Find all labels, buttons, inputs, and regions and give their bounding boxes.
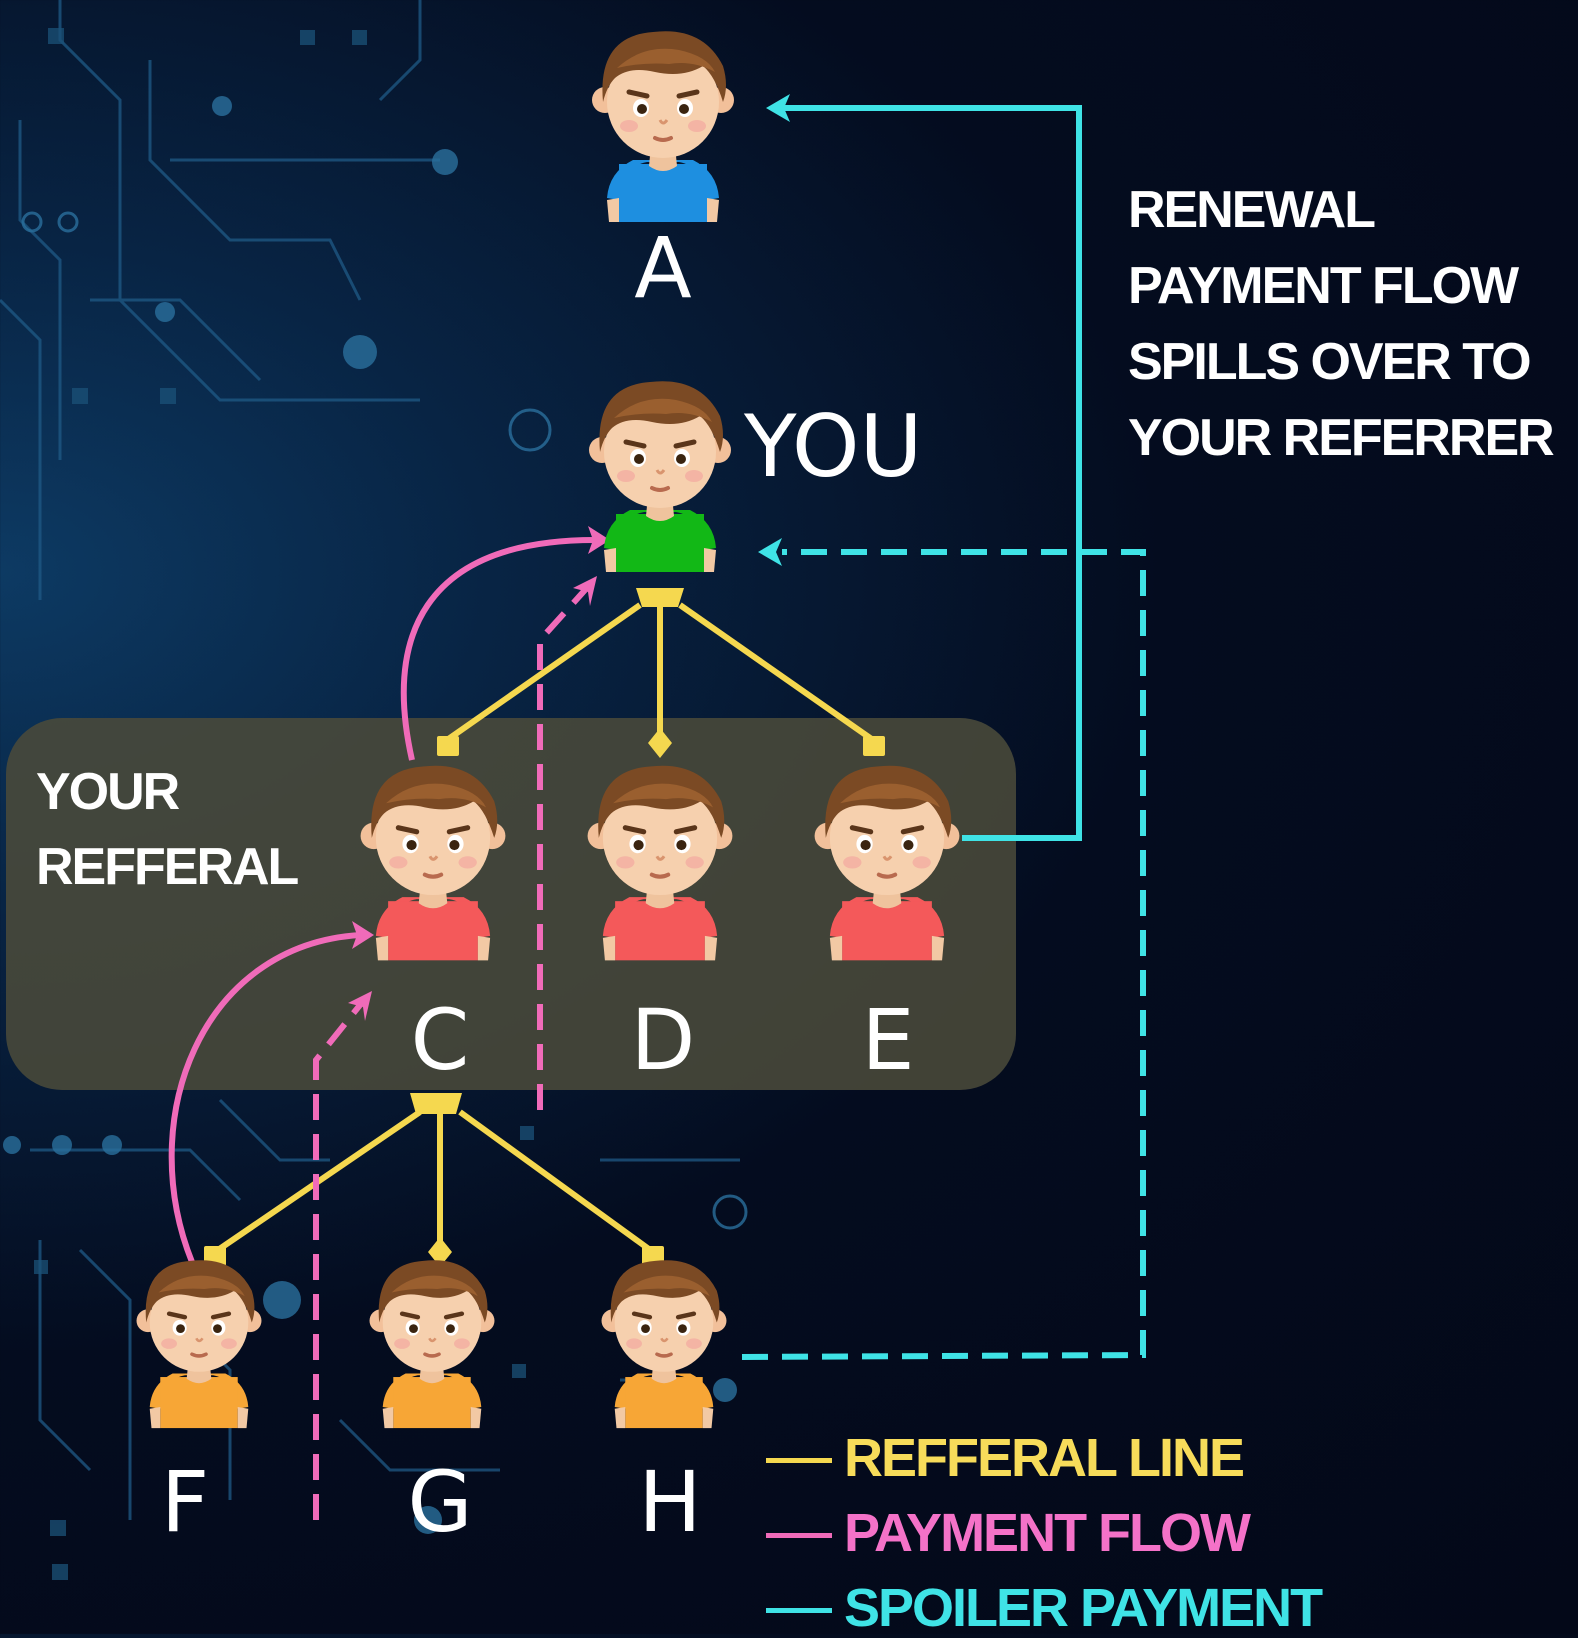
node-label-you: YOU (744, 397, 923, 497)
referral-group-label-line-2: REFFERAL (36, 838, 299, 896)
renewal-annotation-line-2: PAYMENT FLOW (1128, 257, 1519, 315)
person-h-avatar (602, 1260, 727, 1428)
node-label-d: D (630, 991, 696, 1089)
legend-swatch-referral-line (766, 1458, 832, 1463)
person-f-avatar (137, 1260, 262, 1428)
referral-group-label-line-1: YOUR (36, 763, 180, 821)
payment-flow-dashed (313, 587, 588, 1520)
person-d-avatar (588, 766, 733, 961)
person-a-avatar (592, 31, 734, 222)
legend-swatch-payment-flow (766, 1533, 832, 1538)
node-label-h: H (638, 1453, 702, 1551)
legend-label-payment-flow: PAYMENT FLOW (844, 1503, 1251, 1563)
person-g-avatar (370, 1260, 495, 1428)
renewal-annotation-line-3: SPILLS OVER TO (1128, 333, 1532, 391)
renewal-annotation: RENEWAL PAYMENT FLOW SPILLS OVER TO YOUR… (1128, 172, 1555, 476)
renewal-annotation-line-1: RENEWAL (1128, 181, 1376, 239)
node-label-e: E (861, 991, 915, 1089)
person-you-avatar (589, 381, 731, 572)
node-label-g: G (407, 1453, 473, 1551)
legend-label-referral-line: REFFERAL LINE (844, 1428, 1245, 1488)
node-label-f: F (160, 1453, 210, 1551)
spoiler-payment-dashed (741, 549, 1146, 1360)
referral-lines (213, 602, 875, 1255)
connector-hub-you (636, 588, 684, 607)
person-c-avatar (361, 766, 506, 961)
connector-hub-c (410, 1093, 462, 1114)
node-label-a: A (634, 219, 692, 317)
person-e-avatar (815, 766, 960, 961)
node-label-c: C (410, 991, 470, 1089)
payment-flow-arcs (168, 537, 596, 1264)
legend-swatch-spoiler-payment (766, 1608, 832, 1613)
legend-label-spoiler-payment: SPOILER PAYMENT (844, 1578, 1323, 1638)
spoiler-payment-solid (782, 105, 1082, 841)
renewal-annotation-line-4: YOUR REFERRER (1128, 409, 1555, 467)
referral-group-label: YOUR REFFERAL (36, 755, 299, 905)
